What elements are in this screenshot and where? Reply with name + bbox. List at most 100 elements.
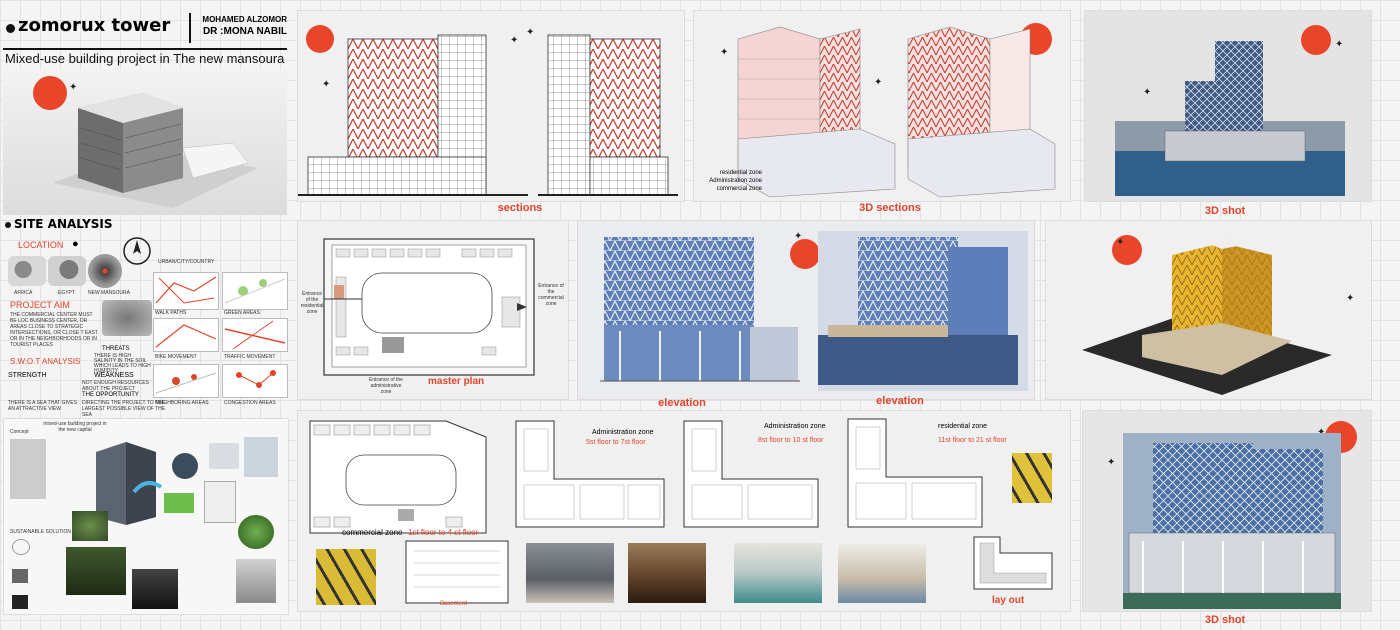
master-plan-panel: Entrance of the residential zone Entranc… [297, 220, 569, 400]
caption-commercial-zone: commercial zone [342, 528, 403, 537]
map-new-mansoura [88, 254, 122, 288]
weakness-label: WEAKNESS [94, 372, 134, 379]
concept-diagram-d [204, 481, 236, 523]
caption-layout: lay out [992, 595, 1025, 606]
map-label-neighboring-areas: NEIGHBORING AREAS [155, 400, 209, 406]
interior-photo-3 [734, 543, 822, 603]
sustainable-label: SUSTAINABLE SOLUTION [10, 529, 72, 535]
caption-sections: sections [497, 202, 543, 214]
header: zomorux tower MOHAMED ALZOMOR DR :MONA N… [3, 10, 287, 48]
sun-circle [33, 76, 67, 110]
project-subtitle: Mixed-use building project in The new ma… [5, 51, 285, 66]
layout-drawing [973, 536, 1053, 590]
site-photo [102, 300, 152, 336]
bird-icon: ✦ [510, 35, 519, 46]
sustainable-photo-e [236, 559, 276, 603]
master-plan-drawing [323, 238, 535, 376]
bird-icon: ✦ [526, 27, 535, 38]
sustainable-photo-a [72, 511, 108, 541]
caption-master-plan: master plan [428, 376, 485, 387]
map-egypt [48, 256, 86, 286]
section-drawing-right [538, 34, 678, 196]
entrance-admin-label: Entrance of the administrative zone [369, 377, 403, 395]
bird-icon: ✦ [1116, 237, 1125, 248]
map-label-traffic-movement: TRAFFIC MOVEMENT [224, 354, 276, 360]
section-3d-left [737, 26, 896, 198]
weakness-text: NOT ENOUGH RESOURCES ABOUT THE PROJECT [82, 380, 149, 392]
floor-plans-panel: commercial zone 1st floor to 4 st floor … [297, 410, 1071, 612]
concept-diagram-b [244, 437, 278, 477]
concept-diagram-circle [172, 453, 198, 479]
concept-sketch [10, 439, 46, 499]
caption-elevation-1: elevation [658, 397, 706, 409]
bird-icon: ✦ [1335, 39, 1344, 50]
cover-image: ✦ [3, 70, 287, 215]
location-label: LOCATION [18, 240, 64, 250]
location-pin-icon: ● [72, 238, 79, 250]
sections-3d-panel: ✦ ✦ ✦ residential zone Administration zo… [693, 10, 1071, 202]
admin-1-floors: 5st floor to 7st floor [586, 439, 646, 446]
zones-legend: residential zone Administration zone com… [698, 169, 762, 193]
caption-3d-shot-top: 3D shot [1204, 205, 1246, 217]
sustainable-photo-c [238, 515, 274, 549]
bird-icon: ✦ [1107, 457, 1116, 468]
elevation-right-render [818, 231, 1028, 391]
project-aim-label: PROJECT AIM [10, 300, 70, 310]
bird-icon: ✦ [1143, 87, 1152, 98]
shot-3d-bottom-panel: ✦ ✦ [1082, 410, 1372, 612]
bird-icon: ✦ [1317, 427, 1326, 438]
map-bike-movement [153, 318, 219, 352]
concept-sheet: Concept mixed-use building project in th… [3, 418, 289, 615]
strength-label: STRENGTH [8, 372, 47, 379]
admin-floor-plan-1 [515, 420, 665, 528]
map-africa [8, 256, 46, 286]
opportunity-text: DIRECTING THE PROJECT TO THE LARGEST POS… [82, 400, 166, 418]
interior-photo-4 [838, 543, 926, 603]
threats-text: THERE IS HIGH SALINITY IN THE SOIL WHICH… [94, 353, 151, 374]
threats-label: THREATS [102, 346, 130, 352]
facade-module-yellow-1 [1012, 453, 1052, 503]
legend-commercial: commercial zone [716, 186, 762, 192]
golden-render-panel: ✦ ✦ [1045, 220, 1372, 400]
site-analysis-bullet-icon [5, 222, 11, 228]
concept-tower-model [96, 442, 163, 525]
concept-text: mixed-use building project in the new ca… [43, 421, 107, 433]
bird-icon: ✦ [1346, 293, 1355, 304]
swot-label: S.W.O.T ANALYSIS [10, 357, 81, 366]
facade-module-yellow-2 [316, 549, 376, 605]
sun-circle [306, 25, 334, 53]
sustainable-icon-c [12, 595, 28, 609]
admin-1-title: Administration zone [592, 429, 654, 436]
supervisor-name: DR :MONA NABIL [202, 26, 287, 37]
sustainable-icon-b [12, 569, 28, 583]
urban-label: URBAN/CITY/COUNTRY [158, 259, 215, 265]
map-label-walk-paths: WALK PATHS [155, 310, 187, 316]
legend-administration: Administration zone [709, 178, 762, 184]
caption-elevation-2: elevation [876, 395, 924, 407]
new-mansoura-label: NEW MANSOURA [88, 290, 130, 296]
admin-floor-plan-2 [683, 420, 819, 528]
legend-residential: residential zone [719, 170, 762, 176]
map-congestion-areas [222, 364, 288, 398]
caption-basement: Basement [440, 601, 468, 607]
strength-text: THERE IS A SEA THAT GIVES AN ATTRACTIVE … [8, 400, 77, 412]
caption-floor-1-4: 1st floor to 4 st floor [408, 528, 479, 537]
cover-building-render [53, 93, 258, 208]
section-3d-right [907, 26, 1056, 198]
title-bullet-icon [6, 24, 15, 33]
residential-floors: 11st floor to 21 st floor [938, 437, 1007, 444]
project-aim-text: THE COMMERCIAL CENTER MUST BE LOC BUSINE… [10, 312, 98, 348]
sun-circle [790, 239, 820, 269]
sustainable-icon-a [12, 539, 30, 555]
golden-tower-render [1082, 235, 1332, 395]
commercial-floor-plan [309, 420, 487, 534]
concept-diagram-c [164, 493, 194, 513]
author-box: MOHAMED ALZOMOR DR :MONA NABIL [189, 13, 287, 43]
title-underline [3, 48, 287, 50]
residential-floor-plan [847, 418, 983, 528]
map-label-bike-movement: BIKE MOVEMENT [155, 354, 197, 360]
page-title: zomorux tower [18, 15, 171, 36]
caption-3d-sections: 3D sections [859, 202, 921, 214]
shot-3d-top-panel: ✦ ✦ [1084, 10, 1372, 202]
map-walk-paths [153, 272, 219, 310]
